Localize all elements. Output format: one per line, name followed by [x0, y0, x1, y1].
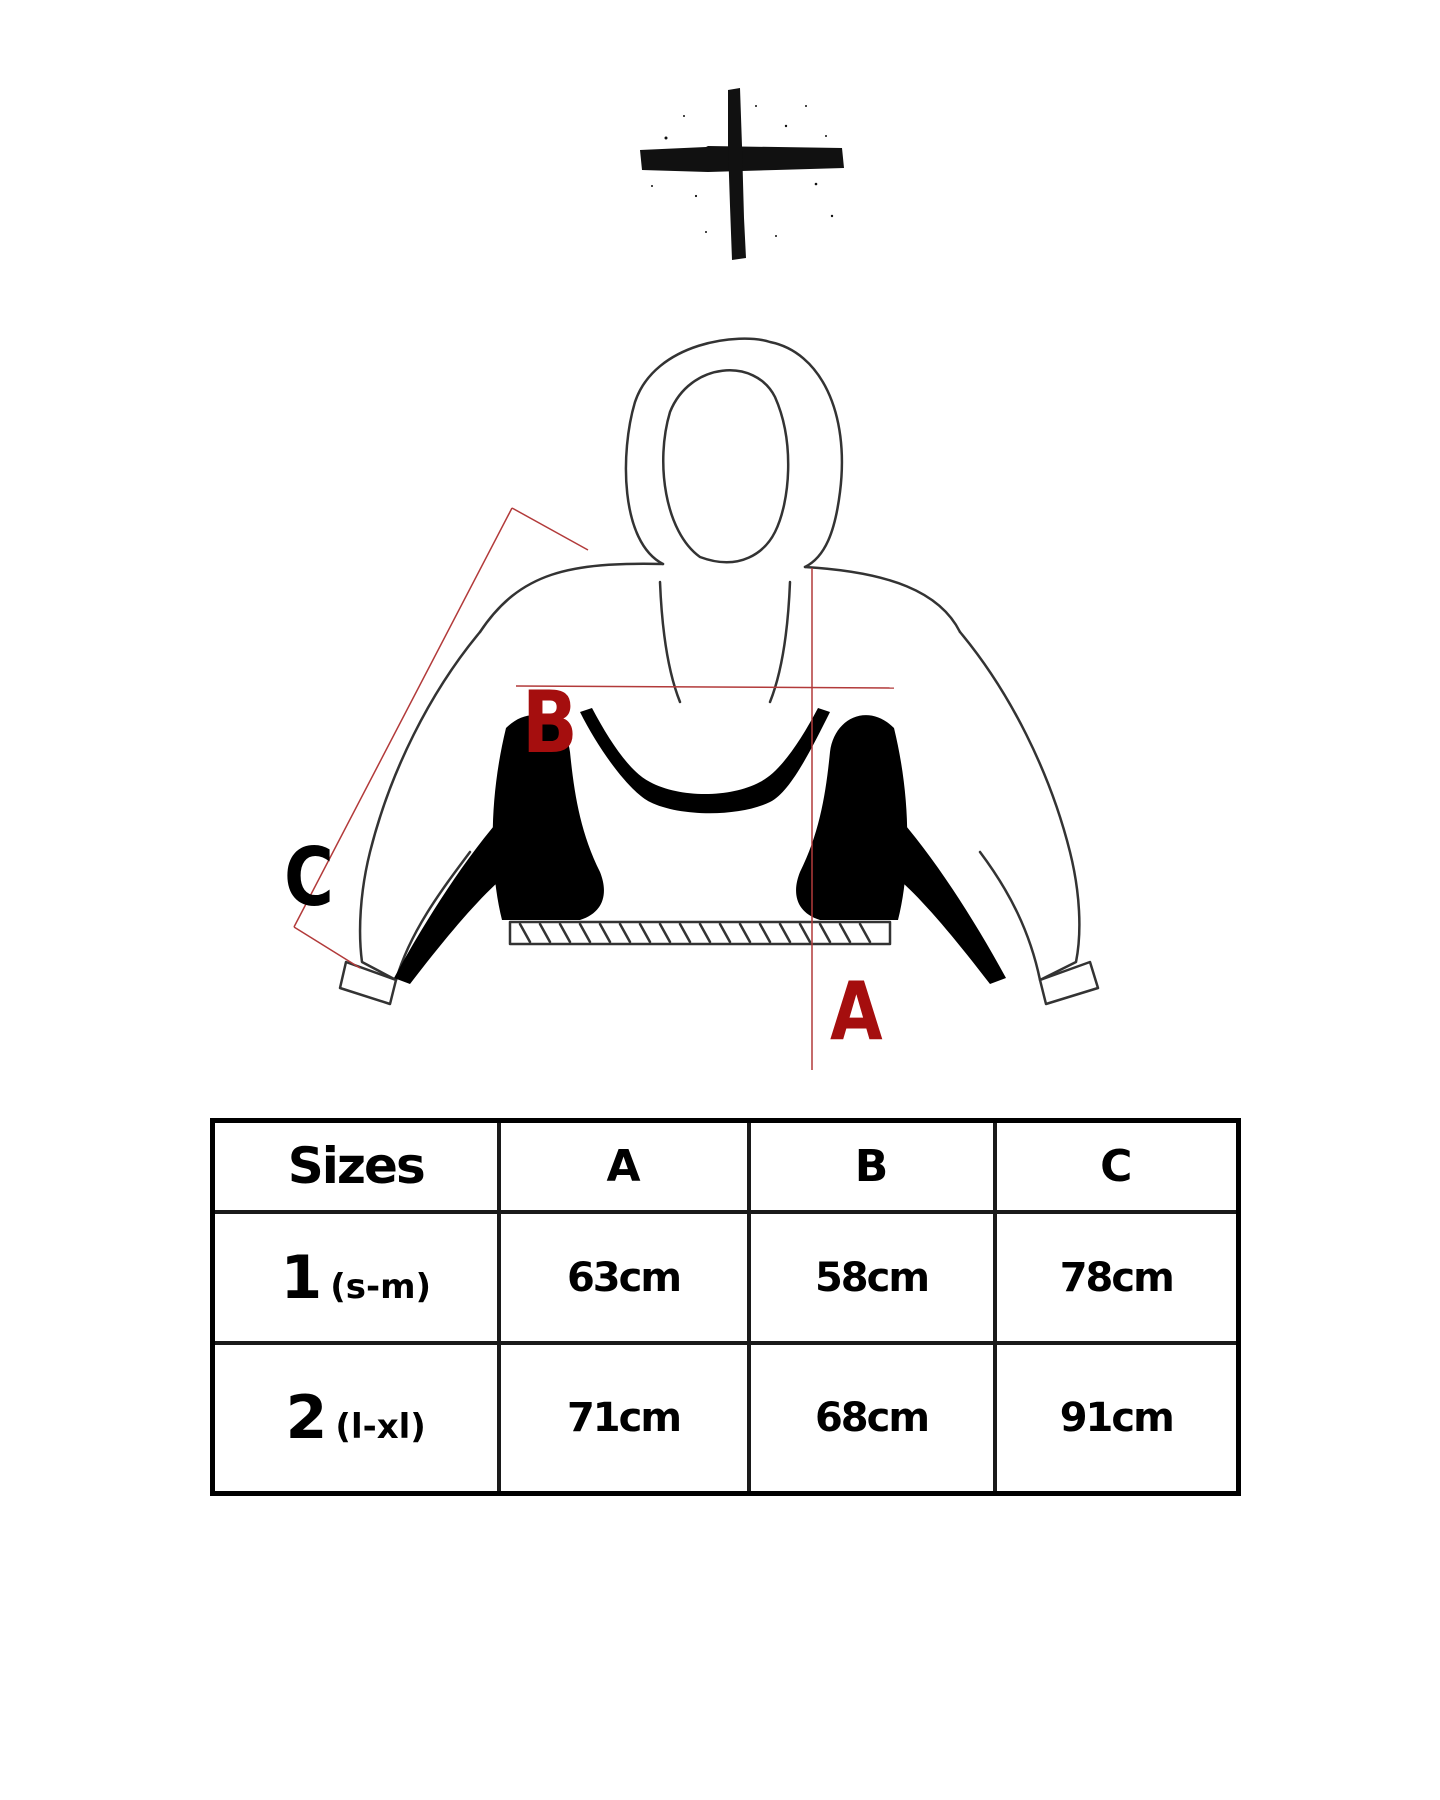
hood-opening	[662, 369, 790, 564]
cell-b: 58cm	[746, 1209, 997, 1346]
right-sleeve	[958, 630, 1081, 982]
left-sleeve	[358, 630, 482, 982]
right-sleeve-stripe	[890, 812, 1006, 984]
cell-c: 91cm	[992, 1341, 1241, 1496]
measure-line-c	[293, 507, 513, 928]
cell-a: 63cm	[496, 1209, 751, 1346]
left-sleeve-stripe	[394, 812, 510, 984]
size-cell: 1(s-m)	[210, 1209, 501, 1346]
label-b: B	[522, 673, 578, 773]
header-sizes: Sizes	[210, 1118, 501, 1214]
size-number: 1	[280, 1242, 322, 1313]
label-c: C	[284, 831, 334, 924]
label-a: A	[830, 965, 883, 1058]
cell-b: 68cm	[746, 1341, 997, 1496]
measure-line-b	[515, 685, 895, 689]
size-number: 2	[285, 1383, 328, 1454]
left-cuff	[338, 960, 398, 1006]
neck-panel	[580, 708, 830, 814]
right-cuff	[1038, 960, 1100, 1006]
hoodie-sketch	[293, 337, 1100, 1070]
cell-c: 78cm	[992, 1209, 1241, 1346]
size-range: (s-m)	[330, 1266, 432, 1307]
left-black-panel	[492, 715, 604, 920]
table-header-row: Sizes A B C	[210, 1118, 1241, 1214]
table-row: 2(l-xl) 71cm 68cm 91cm	[210, 1341, 1241, 1496]
hood-outline	[624, 337, 844, 569]
size-cell: 2(l-xl)	[210, 1341, 501, 1496]
hem-band	[508, 920, 892, 946]
size-table: Sizes A B C 1(s-m) 63cm 58cm 78cm 2(l-xl…	[210, 1118, 1241, 1496]
header-c: C	[992, 1118, 1241, 1214]
body-outline	[478, 562, 962, 634]
cell-a: 71cm	[496, 1341, 751, 1496]
header-b: B	[746, 1118, 997, 1214]
header-a: A	[496, 1118, 751, 1214]
table-row: 1(s-m) 63cm 58cm 78cm	[210, 1209, 1241, 1346]
cross-logo	[640, 88, 844, 260]
right-black-panel	[796, 715, 908, 920]
size-range: (l-xl)	[335, 1407, 426, 1448]
